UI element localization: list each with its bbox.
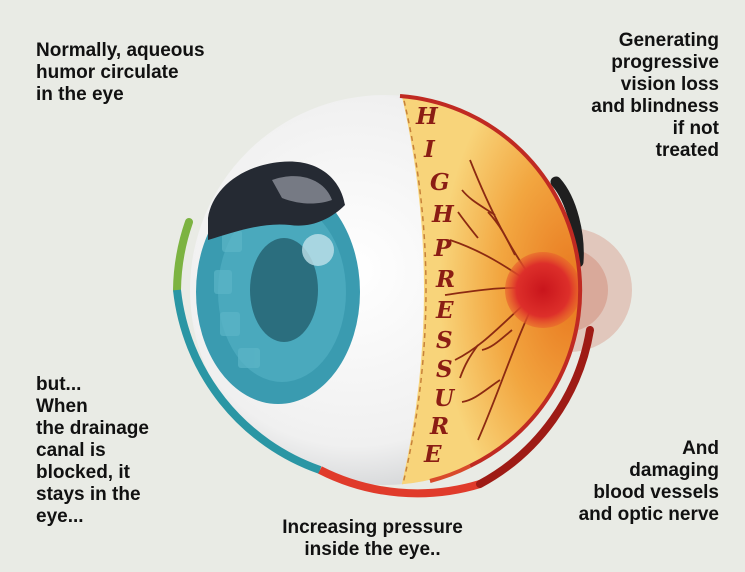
arc-green <box>177 222 189 290</box>
hp-letter: G <box>430 169 450 196</box>
hp-letter: E <box>423 441 442 468</box>
hp-letter: H <box>415 103 439 130</box>
optic-disc <box>505 252 581 328</box>
hp-letter: R <box>435 266 455 293</box>
hp-letter: P <box>433 235 452 262</box>
caption-drainage-blocked: but... When the drainage canal is blocke… <box>36 374 149 528</box>
caption-vision-loss: Generating progressive vision loss and b… <box>591 30 719 162</box>
caption-normal-circulation: Normally, aqueous humor circulate in the… <box>36 40 205 106</box>
caption-vessel-damage: And damaging blood vessels and optic ner… <box>579 438 719 526</box>
hp-letter: I <box>423 136 436 163</box>
hp-letter: E <box>435 297 454 324</box>
hp-letter: H <box>431 201 455 228</box>
pupil-highlight <box>302 234 334 266</box>
caption-increasing-pressure: Increasing pressure inside the eye.. <box>0 517 745 561</box>
hp-letter: S <box>436 356 453 383</box>
hp-letter: S <box>436 327 453 354</box>
hp-letter: U <box>434 385 456 412</box>
hp-letter: R <box>429 413 449 440</box>
